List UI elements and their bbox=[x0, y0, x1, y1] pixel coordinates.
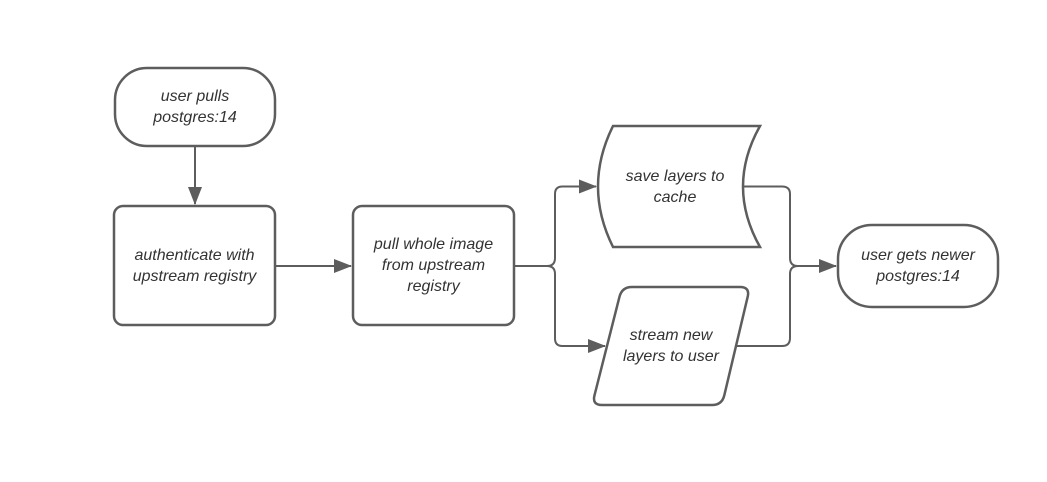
node-authenticate-shape bbox=[112, 204, 277, 327]
edge-stream-layers-to-user-gets bbox=[736, 265, 810, 347]
edge-pull-image-to-stream-layers bbox=[515, 265, 606, 353]
edge-save-cache-to-user-gets bbox=[744, 185, 837, 273]
node-user-pulls-shape bbox=[113, 66, 277, 148]
node-save-cache-shape bbox=[596, 124, 763, 249]
node-pull-image-shape bbox=[351, 204, 516, 327]
node-user-gets-shape bbox=[836, 223, 1000, 309]
edge-pull-image-to-save-cache bbox=[515, 179, 597, 267]
node-stream-layers-shape bbox=[592, 285, 750, 407]
